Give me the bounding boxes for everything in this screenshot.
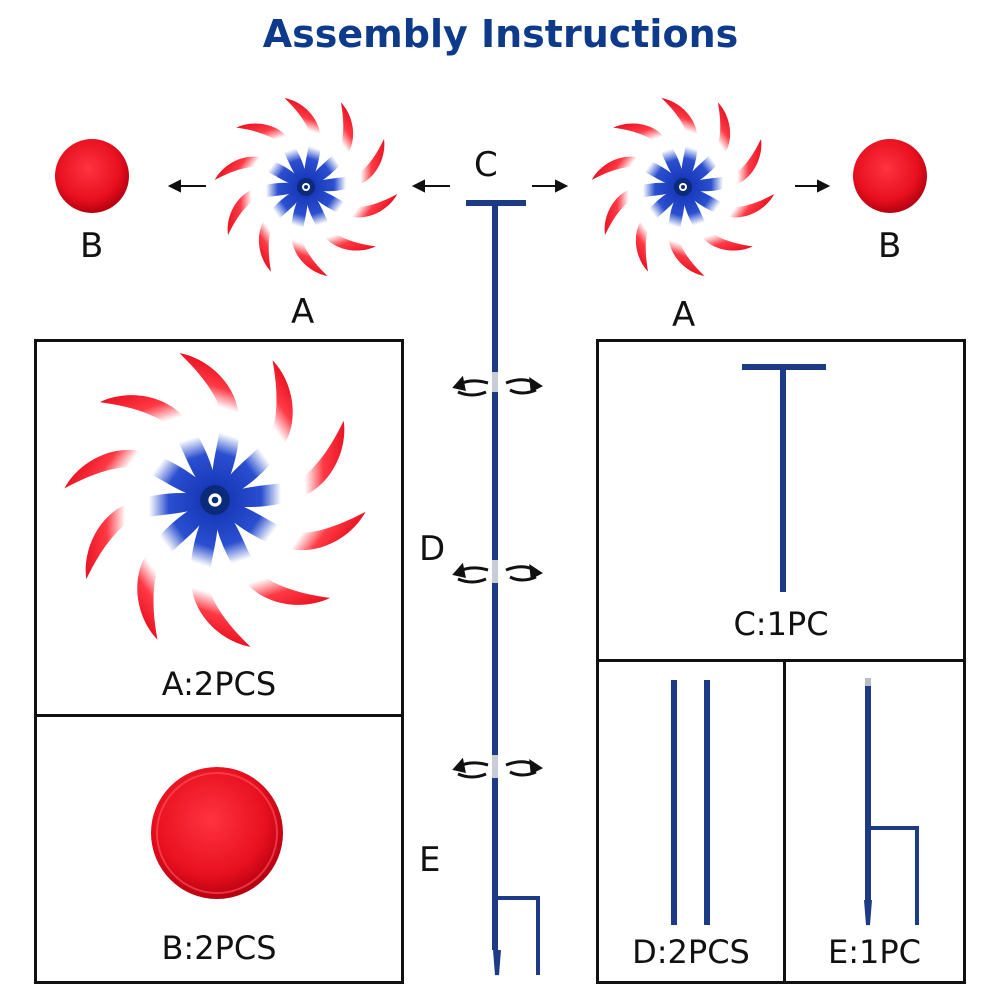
label-c-top: C [474,145,498,185]
ground-stake-icon [864,678,919,926]
label-d: D [419,529,446,569]
caption-d: D:2PCS [632,933,750,971]
pinwheel-icon [64,353,366,648]
part-box-e [783,659,966,984]
pinwheel-icon [214,98,397,277]
rod-icon [671,680,710,925]
part-box-b [34,714,404,984]
label-b-left: B [80,226,104,266]
pinwheel-icon [591,98,774,277]
label-a-right: A [672,295,696,335]
twist-arrow-icon [452,375,543,397]
caption-c: C:1PC [733,605,829,643]
label-a-left: A [291,292,315,332]
caption-b: B:2PCS [161,929,277,967]
caption-e: E:1PC [828,933,921,971]
arrow-icon [167,179,831,193]
label-e: E [419,840,441,880]
assembled-pole [466,200,540,976]
twist-arrow-icon [452,562,543,584]
page-title: Assembly Instructions [262,12,739,56]
caption-a: A:2PCS [161,665,277,703]
ball-icon [853,139,927,213]
ball-icon [55,139,129,213]
twist-arrow-icon [452,757,543,779]
t-handle-rod-icon [742,364,826,592]
label-b-right: B [878,226,902,266]
joint-gap [492,372,498,778]
ball-icon [151,767,283,899]
